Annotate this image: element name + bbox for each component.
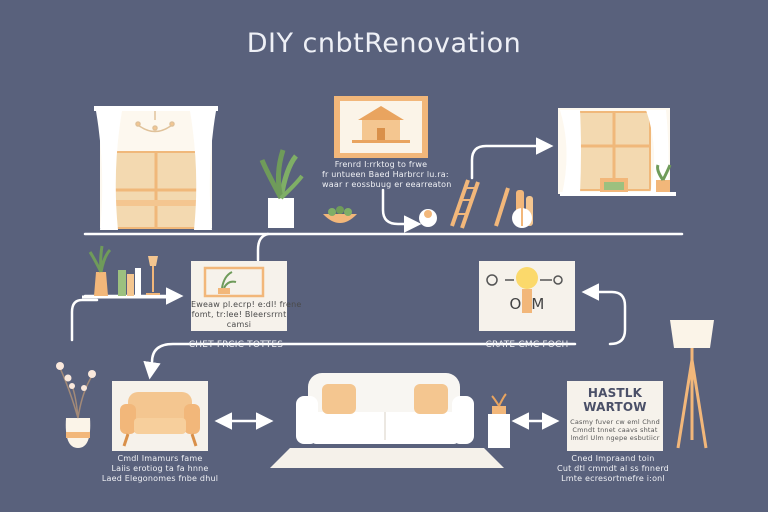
arrow-to-lamp-box <box>581 283 627 346</box>
table-lamp-icon <box>419 209 437 227</box>
left-shelf <box>82 245 170 299</box>
plant-table-caption: Cned Impraand toin Cut dtl cmmdt al ss f… <box>557 454 669 483</box>
vase-set-icon <box>512 190 533 228</box>
page-title: DIY cnbtRenovation <box>246 28 522 59</box>
painting-caption: Frenrd I:rrktog to frwe fr untueen Baed … <box>322 160 452 189</box>
sign-body: Casmy fuver cw eml Chnd Cmndt tnnet caav… <box>570 418 660 442</box>
floor-lamp-icon <box>670 320 714 449</box>
fruit-bowl-icon <box>323 206 357 223</box>
right-window <box>558 108 676 196</box>
flow-connectors <box>70 137 684 430</box>
connector-to-right-window <box>470 137 554 180</box>
sign-panel-box <box>567 381 663 451</box>
armchair-panel-box <box>112 381 208 451</box>
sofa-icon <box>270 373 504 468</box>
flower-vase-icon <box>56 362 96 448</box>
armchair-caption: Cmdl Imamurs fame Laiis erotiog ta fa hn… <box>101 454 219 483</box>
right-flow-label: CRATE CMC FOCH <box>485 340 569 350</box>
sign-heading: HASTLK WARTOW <box>583 386 647 414</box>
connector-to-window-box <box>256 232 270 262</box>
connector-left-down <box>70 298 99 342</box>
ladder-shelf-icon <box>450 179 510 229</box>
arrow-to-armchair <box>143 342 577 380</box>
lamp-panel-box <box>479 261 575 331</box>
left-window <box>94 106 218 230</box>
chandelier-icon <box>135 111 175 133</box>
window-panel-box <box>191 261 287 331</box>
connector-to-lamp <box>381 188 422 233</box>
framed-house-painting <box>334 96 428 158</box>
window-box-caption: Eweaw pl.ecrp! e:dl! frene fomt, tr:lee!… <box>191 300 302 329</box>
left-flow-label: CHET FRCIC TOTTES <box>188 340 284 350</box>
lamp-box-label: O M <box>509 295 545 313</box>
potted-plant-icon <box>259 149 304 228</box>
side-table-icon <box>488 393 510 448</box>
